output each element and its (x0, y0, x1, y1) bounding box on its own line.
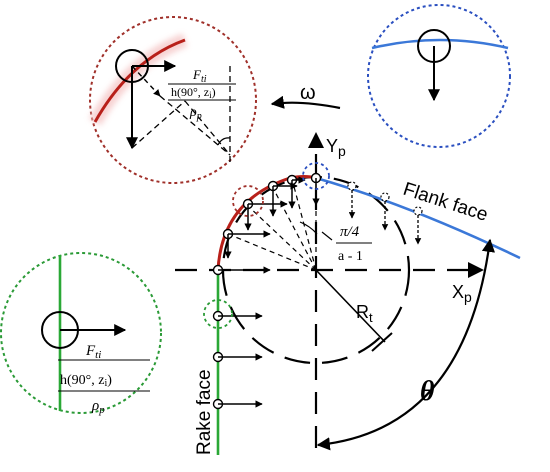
angle-label: π/4 a - 1 (336, 224, 372, 264)
rake-face-label: Rake face (194, 369, 215, 455)
xp-label: Xp (452, 282, 472, 305)
flank-face-label: Flank face (400, 179, 490, 226)
blue-callout (367, 4, 511, 148)
flank-points (347, 181, 423, 216)
svg-text:π/4: π/4 (340, 224, 360, 240)
svg-text:h(90°, zi): h(90°, zi) (171, 85, 216, 100)
blue-highlight-small (302, 162, 330, 190)
svg-text:Fti: Fti (192, 67, 207, 85)
radius-arrow (315, 269, 386, 343)
x-axis-arrowhead (468, 262, 484, 278)
green-callout-formula: Fti h(90°, zi) ρp (60, 343, 112, 416)
yp-label: Yp (326, 136, 346, 159)
red-callout-formula: Fti h(90°, zi) ρp (171, 67, 216, 122)
red-callout-arc (93, 38, 186, 123)
green-highlight-small (203, 299, 233, 329)
green-callout (0, 252, 162, 414)
angle-arc (299, 221, 318, 235)
svg-text:h(90°, zi): h(90°, zi) (60, 373, 112, 389)
svg-text:ρp: ρp (189, 105, 202, 122)
y-axis-arrowhead (308, 132, 324, 148)
radial-lines (227, 178, 317, 271)
theta-arc (316, 238, 495, 451)
blue-callout-arc (371, 38, 509, 50)
red-highlight-small (232, 185, 264, 217)
svg-text:a - 1: a - 1 (338, 249, 363, 264)
red-callout (88, 16, 257, 184)
rake-force-arrows (218, 312, 263, 408)
svg-text:Fti: Fti (85, 343, 101, 361)
theta-label: θ (420, 376, 435, 407)
tool-edge-arc (216, 175, 317, 271)
omega-arrow (270, 95, 341, 110)
arc-force-arrows (218, 176, 320, 274)
angle-pointer (321, 231, 333, 241)
rt-label: Rt (356, 302, 373, 325)
omega-label: ω (300, 82, 316, 104)
svg-text:ρp: ρp (91, 398, 105, 416)
